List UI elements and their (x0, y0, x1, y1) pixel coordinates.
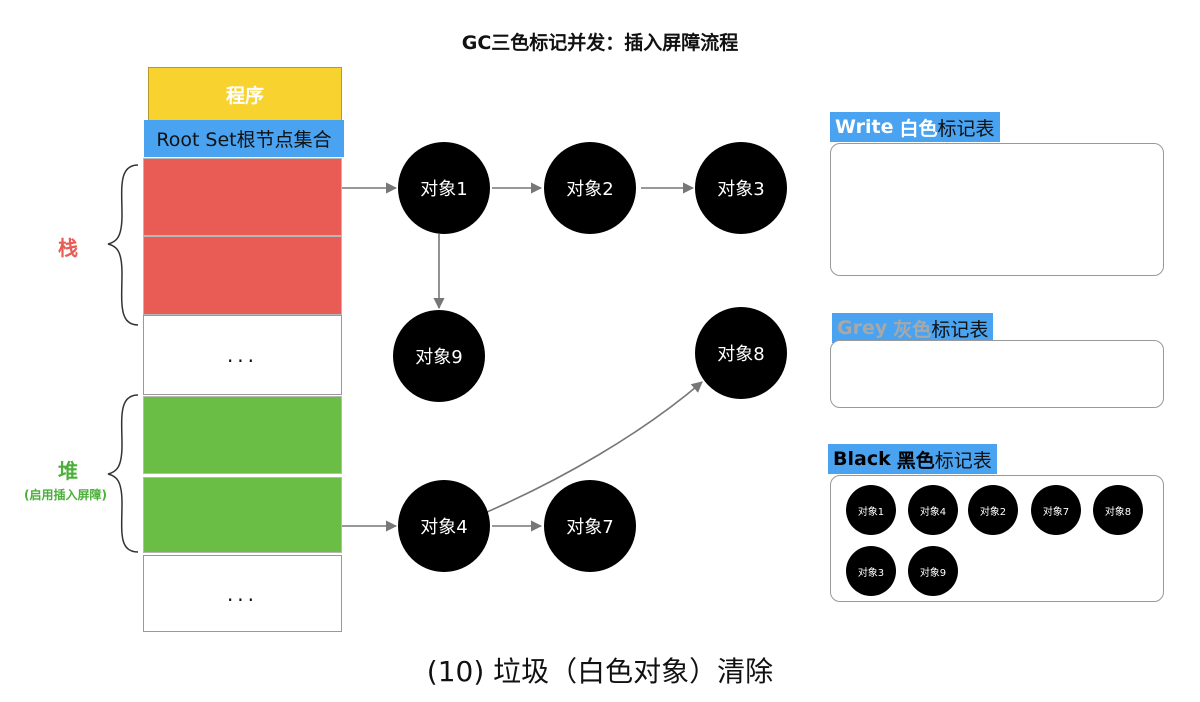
stack-brace (107, 164, 139, 326)
node-obj3: 对象3 (695, 142, 787, 234)
stack-cell-2 (143, 236, 342, 315)
black-table-suffix: 标记表 (934, 449, 992, 472)
white-table-color-word: 白色 (899, 117, 938, 140)
black-table-name: Black (833, 448, 891, 470)
grey-table-color-word: 灰色 (893, 318, 932, 341)
ellipsis-text: ... (226, 581, 259, 606)
white-table-title: Write 白色标记表 (830, 112, 1000, 142)
stack-cell-1 (143, 158, 342, 236)
grey-table-suffix: 标记表 (931, 318, 989, 341)
white-table-box (830, 143, 1164, 276)
node-obj8: 对象8 (695, 307, 787, 399)
node-obj4: 对象4 (398, 480, 490, 572)
ellipsis-text: ... (226, 343, 259, 367)
grey-table-name: Grey (837, 317, 888, 339)
black-table-item: 对象8 (1093, 485, 1143, 535)
white-table-name: Write (835, 116, 894, 138)
black-table-item: 对象4 (908, 485, 958, 535)
node-obj9: 对象9 (393, 310, 485, 402)
heap-cell-2 (143, 477, 342, 553)
edge-obj4-obj8 (486, 381, 703, 513)
grey-table-title: Grey 灰色标记表 (832, 313, 994, 343)
stack-ellipsis-cell: ... (143, 315, 342, 395)
black-table-color-word: 黑色 (896, 449, 935, 472)
white-table-suffix: 标记表 (937, 117, 995, 140)
black-table-title: Black 黑色标记表 (828, 444, 997, 474)
heap-brace (107, 394, 139, 553)
program-block: 程序 (148, 67, 342, 121)
grey-table-box (830, 340, 1164, 408)
heap-sublabel: (启用插入屏障) (24, 488, 107, 502)
node-obj7: 对象7 (544, 480, 636, 572)
stack-label: 栈 (58, 236, 78, 260)
heap-label: 堆 (58, 459, 78, 483)
black-table-item: 对象2 (968, 485, 1018, 535)
black-table-item: 对象9 (908, 546, 958, 596)
caption: (10) 垃圾（白色对象）清除 (426, 655, 774, 688)
black-table-item: 对象7 (1031, 485, 1081, 535)
diagram-title: GC三色标记并发：插入屏障流程 (461, 32, 739, 54)
node-obj2: 对象2 (544, 142, 636, 234)
root-set-block: Root Set根节点集合 (144, 120, 344, 157)
black-table-item: 对象3 (846, 546, 896, 596)
node-obj1: 对象1 (398, 142, 490, 234)
heap-ellipsis-cell: ... (143, 555, 342, 632)
black-table-item: 对象1 (846, 485, 896, 535)
heap-cell-1 (143, 396, 342, 474)
